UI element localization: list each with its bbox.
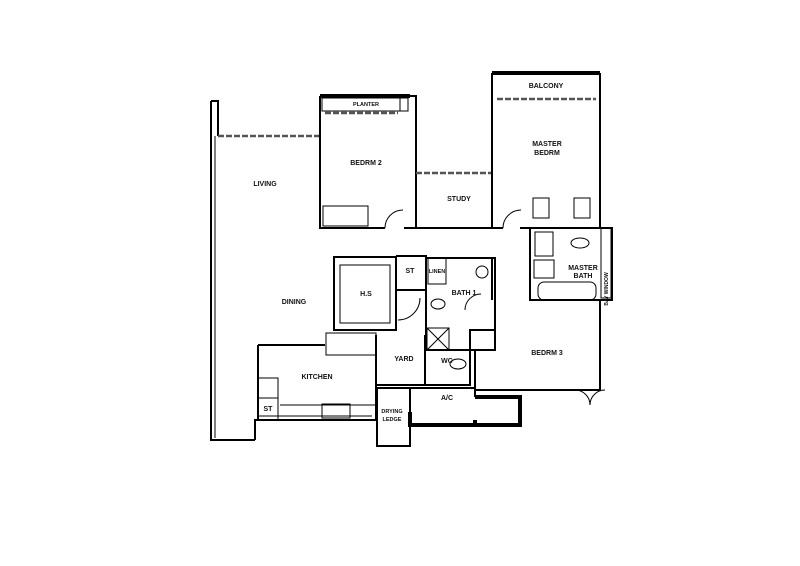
- stove-icon: [321, 403, 351, 419]
- room-label-bay-window: BAY WINDOW: [604, 272, 610, 306]
- exterior-walls: [210, 71, 613, 447]
- room-label-linen: LINEN: [429, 269, 446, 275]
- room-label-master-bedrm-1: MASTER: [532, 141, 562, 148]
- room-label-store: ST: [406, 268, 416, 275]
- room-label-master-bath-1: MASTER: [568, 265, 598, 272]
- room-label-planter: PLANTER: [353, 102, 379, 108]
- bathtub-icon: [537, 281, 597, 301]
- toilet-icon: [430, 298, 446, 310]
- room-label-drying-ledge-1: DRYING: [381, 409, 402, 415]
- room-label-bedrm3: BEDRM 3: [531, 350, 563, 357]
- room-label-kitchen-store: ST: [264, 406, 274, 413]
- room-label-master-bedrm-2: BEDRM: [534, 150, 560, 157]
- room-label-kitchen: KITCHEN: [301, 374, 332, 381]
- room-label-master-bath-2: BATH: [574, 273, 593, 280]
- room-label-dining: DINING: [282, 299, 307, 306]
- room-label-hs: H.S: [360, 291, 372, 298]
- room-label-drying-ledge-2: LEDGE: [383, 417, 402, 423]
- room-label-wc: WC: [441, 358, 453, 365]
- room-label-ac: A/C: [441, 395, 453, 402]
- room-label-living: LIVING: [253, 181, 277, 188]
- room-label-balcony: BALCONY: [529, 83, 564, 90]
- room-label-bath1: BATH 1: [452, 290, 477, 297]
- basin-icon: [534, 231, 554, 257]
- room-label-yard: YARD: [394, 356, 413, 363]
- room-label-bedrm2: BEDRM 2: [350, 160, 382, 167]
- toilet-icon: [570, 237, 590, 249]
- sink-icon: [325, 332, 377, 356]
- room-label-study: STUDY: [447, 196, 471, 203]
